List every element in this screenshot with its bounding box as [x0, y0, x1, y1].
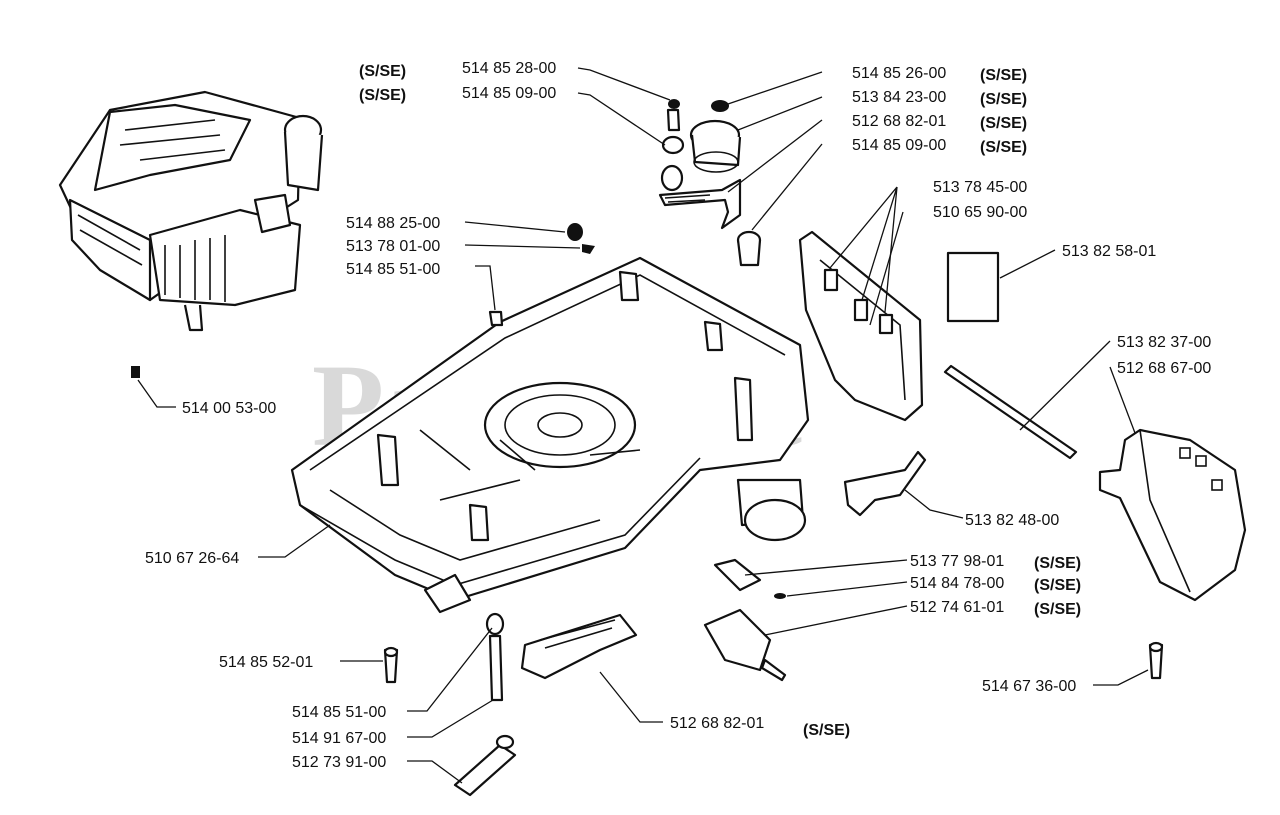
blade-drawing [520, 558, 787, 682]
part-number: 514 85 09-00 [462, 85, 556, 102]
part-number: 514 84 78-00 [910, 575, 1004, 592]
part-number: 514 85 28-00 [462, 60, 556, 77]
part-number: 510 65 90-00 [933, 204, 1027, 221]
tag-ssr: (S/SE) [980, 67, 1027, 84]
part-number: 513 82 48-00 [965, 512, 1059, 529]
leader-lines [137, 67, 1149, 784]
part-number: 514 00 53-00 [182, 400, 276, 417]
pulley-parts-drawing [488, 99, 762, 327]
tag-ssr: (S/SE) [980, 139, 1027, 156]
part-number: 514 85 51-00 [292, 704, 386, 721]
part-number: 514 85 26-00 [852, 65, 946, 82]
tag-ssr: (S/SE) [1034, 555, 1081, 572]
tag-ssr: (S/SE) [359, 87, 406, 104]
part-number: 514 67 36-00 [982, 678, 1076, 695]
part-number: 513 77 98-01 [910, 553, 1004, 570]
bolt-icon [131, 366, 140, 378]
tag-ssr: (S/SE) [980, 91, 1027, 108]
part-number: 512 68 82-01 [852, 113, 946, 130]
part-number: 514 88 25-00 [346, 215, 440, 232]
part-number: 513 84 23-00 [852, 89, 946, 106]
part-number: 510 67 26-64 [145, 550, 239, 567]
part-number: 514 85 51-00 [346, 261, 440, 278]
part-number: 513 78 45-00 [933, 179, 1027, 196]
lever-bracket-drawing [843, 450, 927, 517]
part-number: 512 73 91-00 [292, 754, 386, 771]
tag-ssr: (S/SE) [359, 63, 406, 80]
engine-drawing [58, 90, 324, 332]
mower-deck-drawing [290, 256, 810, 614]
axle-rod-drawing [943, 364, 1078, 460]
tag-ssr: (S/SE) [980, 115, 1027, 132]
rear-cover-drawing [798, 230, 924, 422]
tag-ssr: (S/SE) [1034, 601, 1081, 618]
bottom-bolts-drawing [383, 612, 1164, 797]
side-deflector-drawing [1098, 428, 1247, 602]
part-number: 512 68 67-00 [1117, 360, 1211, 377]
decal-drawing [946, 251, 1000, 323]
part-labels: (S/SE) (S/SE) 514 85 28-00 514 85 09-00 … [145, 60, 1211, 771]
tag-ssr: (S/SE) [1034, 577, 1081, 594]
part-number: 514 85 52-01 [219, 654, 313, 671]
part-number: 513 82 58-01 [1062, 243, 1156, 260]
part-number: 514 91 67-00 [292, 730, 386, 747]
tag-ssr: (S/SE) [803, 722, 850, 739]
part-number: 513 82 37-00 [1117, 334, 1211, 351]
part-number: 512 68 82-01 [670, 715, 764, 732]
part-number: 512 74 61-01 [910, 599, 1004, 616]
part-number: 513 78 01-00 [346, 238, 440, 255]
part-number: 514 85 09-00 [852, 137, 946, 154]
